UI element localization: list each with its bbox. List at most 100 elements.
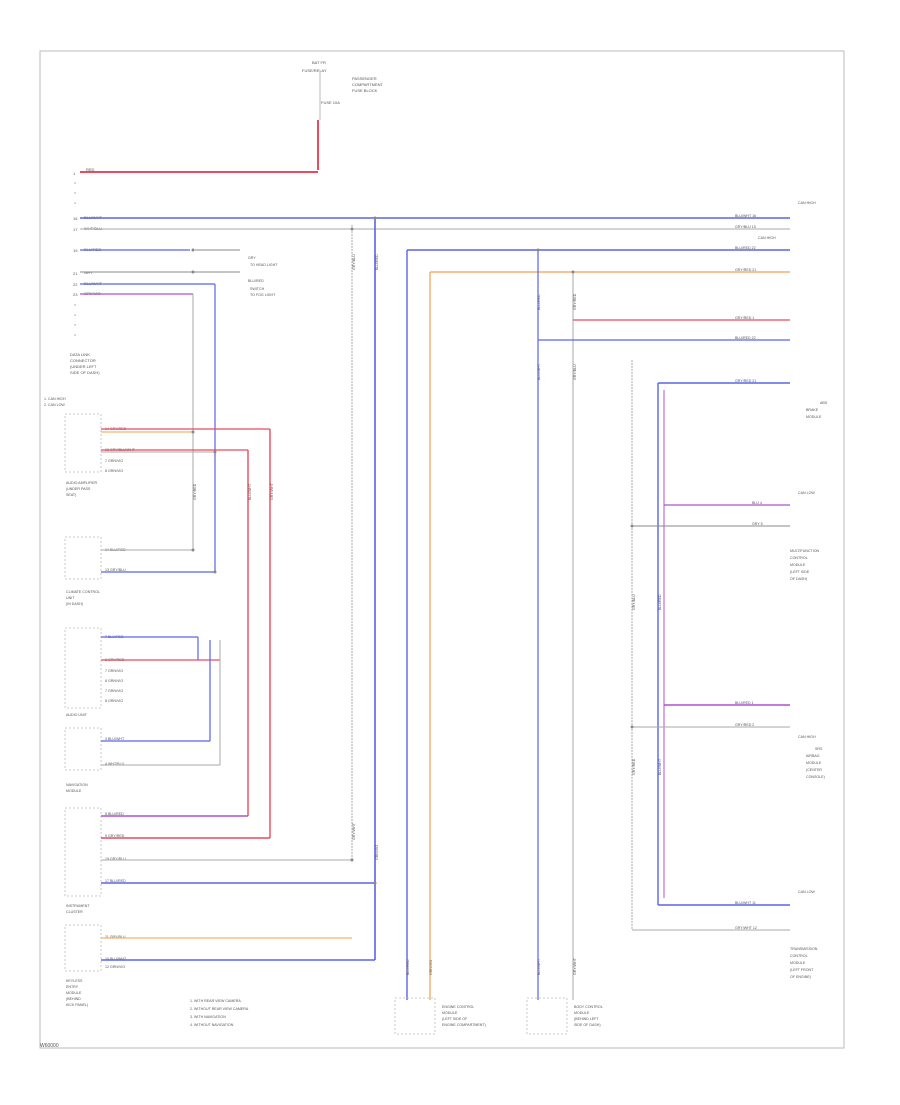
navigation-module: 3 BLU/WHT 4 WHT/BLU NAVIGATION MODULE [66, 640, 220, 793]
side-label: TO HEAD LIGHT [250, 263, 278, 267]
dlc-caption: DATA LINK CONNECTOR (UNDER LEFT SIDE OF … [44, 352, 100, 407]
wire-label: BLU/RED 1 [735, 701, 754, 705]
pin-number: 19 [73, 248, 78, 253]
multifunction-module: MULTIFUNCTION CONTROL MODULE (LEFT SIDE … [790, 549, 819, 581]
wire-label: BLU/WHT 16 [735, 214, 756, 218]
pin-number: 17 [73, 227, 78, 232]
feed-label: BAT FR [312, 60, 326, 65]
module-name: TRANSMISSION [790, 947, 818, 951]
tag-label: CAN HIGH [758, 236, 776, 240]
wire-label: GRY/RED 21 [735, 379, 756, 383]
module-name: MODULE [806, 415, 822, 419]
srs-module: SRS AIRBAG MODULE (CENTER CONSOLE) [806, 747, 825, 779]
wire-label: GRY 5 [752, 522, 763, 526]
module-name: SIDE OF DASH) [574, 1023, 601, 1027]
note-line: 1. WITH REAR VIEW CAMERA [190, 999, 241, 1003]
wire-label: GRY/RED 1 [735, 316, 754, 320]
feed-label: PASSENGER [352, 76, 377, 81]
vertical-tag: GRY/RED [193, 483, 197, 500]
right-wire-labels: BLU/WHT 16 GRY/BLU 15 BLU/RED 22 GRY/RED… [735, 214, 763, 930]
tag-label: CAN LOW [798, 491, 815, 495]
junction-dots [191, 216, 634, 885]
vertical-tag: GRY/BLU [632, 594, 636, 610]
module-name: KICK PANEL) [66, 1003, 88, 1007]
tag-label: CAN HIGH [798, 735, 816, 739]
vertical-tag: BLU/RED [375, 254, 379, 270]
pin-label: 10 BLU/WHT [105, 957, 127, 961]
audio-amplifier-box [64, 413, 102, 473]
legend-line: 1. CAN HIGH [44, 397, 66, 401]
module-name: CONTROL [790, 556, 808, 560]
pin-label: 8 GRN/VIO [105, 699, 123, 703]
audio-unit: 7 BLU/RED 8 GRY/RED 7 GRN/VIO 8 GRN/VIO … [66, 635, 221, 765]
pin-number: 16 [73, 216, 78, 221]
vertical-tag: BLU/RED [406, 959, 410, 975]
module-name: OF DASH) [790, 577, 807, 581]
module-name: MODULE [66, 991, 82, 995]
pin-label: 9 GRY/RED [105, 834, 125, 838]
module-name: MODULE [66, 789, 82, 793]
module-name: (CENTER [806, 768, 822, 772]
audio-amplifier: 14 GRY/RED 13 GRY/BLU/WHT 7 GRN/VIO 8 GR… [66, 427, 270, 497]
wire-label: BLU/RED 22 [735, 336, 756, 340]
module-name: MODULE [790, 563, 806, 567]
module-name: UNIT [66, 596, 75, 600]
wire-label: GRY/RED 21 [735, 268, 756, 272]
vertical-tag: GRY/BLU [352, 254, 356, 270]
module-name: MODULE [442, 1011, 458, 1015]
right-tags: CAN HIGH CAN LOW CAN HIGH CAN LOW CAN HI… [758, 201, 816, 894]
caption-line: CONNECTOR [70, 358, 96, 363]
pin-label: 8 BLU/RED [105, 812, 124, 816]
pin-label: 11 GRY/BLU [105, 935, 126, 939]
module-name: AIRBAG [806, 754, 820, 758]
vertical-tag: GRY/RED [632, 758, 636, 775]
vertical-tag: GRY/BLU [573, 364, 577, 380]
pin-label: 8 GRN/VIO [105, 679, 123, 683]
pin-number: 23 [73, 292, 78, 297]
wire-label: GRY/RED 2 [735, 723, 754, 727]
note-line: 4. WITHOUT NAVIGATION [190, 1023, 234, 1027]
bottom-notes: 1. WITH REAR VIEW CAMERA 2. WITHOUT REAR… [190, 999, 249, 1027]
module-name: ENGINE CONTROL [442, 1005, 474, 1009]
module-name: (BEHIND LEFT [574, 1017, 599, 1021]
pin-label: 19 GRY/BLU [105, 857, 126, 861]
module-name: BODY CONTROL [574, 1005, 603, 1009]
module-name: ABS [820, 401, 828, 405]
transmission-module: TRANSMISSION CONTROL MODULE (LEFT FRONT … [790, 947, 818, 979]
left-module-boxes [64, 413, 102, 972]
module-name: NAVIGATION [66, 783, 88, 787]
module-name: CONTROL [790, 954, 808, 958]
keyless-module-box [64, 924, 102, 972]
right-wiring [631, 360, 790, 931]
vertical-tag: GRN/VIO [375, 845, 379, 860]
ecm-bcm-wiring [394, 249, 790, 1035]
diagram-code: W60000 [40, 1043, 59, 1049]
wire-label: GRY/BLU 15 [735, 225, 756, 229]
module-name: KEYLESS [66, 979, 83, 983]
module-name: INSTRUMENT [66, 904, 90, 908]
vertical-tag: BLU/RED [658, 594, 662, 610]
feed-label: FUSE BLOCK [352, 88, 378, 93]
keyless-module: 11 GRY/BLU 10 BLU/WHT 12 GRN/VIO KEYLESS… [66, 935, 375, 1007]
top-feed: BAT FR FUSE/RELAY PASSENGER COMPARTMENT … [80, 60, 384, 173]
mid-captions: TO HEAD LIGHT SWITCH TO FOG LIGHT [250, 263, 278, 297]
abs-module: ABS BRAKE MODULE [806, 401, 828, 419]
vertical-tag: BLU/RED [537, 294, 541, 310]
pin-number: 1 [73, 171, 76, 176]
vertical-tag: BLU/WHT [248, 483, 252, 500]
module-name: SRS [815, 747, 823, 751]
feed-label: FUSE 10A [321, 100, 340, 105]
legend-line: 2. CAN LOW [44, 403, 65, 407]
pin-label: 7 GRN/VIO [105, 669, 123, 673]
tag-label: CAN LOW [798, 890, 815, 894]
vertical-tag: BLU/WHT [537, 958, 541, 975]
module-name: OF ENGINE) [790, 975, 811, 979]
caption-line: DATA LINK [70, 352, 90, 357]
climate-control: 14 BLU/RED 13 GRY/BLU CLIMATE CONTROL UN… [66, 548, 215, 606]
pin-label: 4 WHT/BLU [105, 762, 125, 766]
pin-number: 21 [73, 271, 78, 276]
feed-label: COMPARTMENT [352, 82, 384, 87]
note-line: 2. WITHOUT REAR VIEW CAMERA [190, 1007, 249, 1011]
vertical-tags: GRY/BLU BLU/RED GRY/RED BLU/WHT GRY/WHT … [193, 254, 662, 975]
